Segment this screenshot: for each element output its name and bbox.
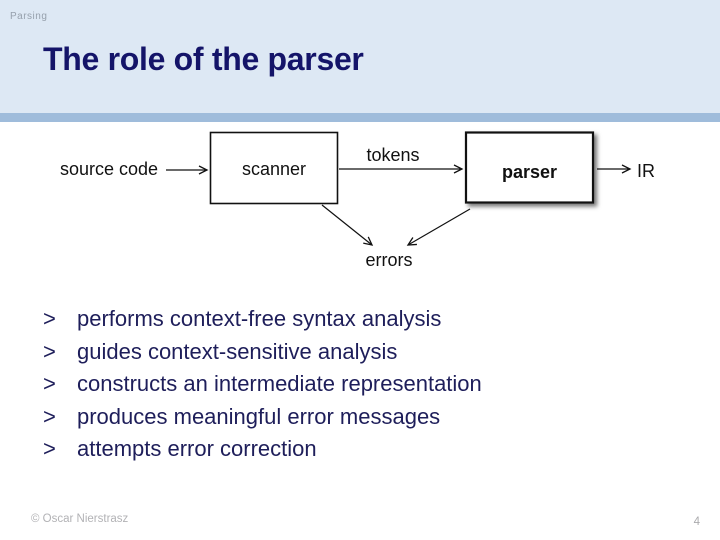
scanner-node-box — [209, 131, 339, 205]
arrow-scanner-to-errors — [321, 204, 374, 246]
bullet-marker: > — [43, 338, 56, 364]
tokens-label: tokens — [366, 145, 419, 165]
list-item: > attempts error correction — [43, 433, 482, 466]
header-divider-band — [0, 113, 720, 122]
bullet-text: attempts error correction — [77, 436, 317, 461]
ir-label: IR — [637, 161, 655, 181]
bullet-marker: > — [43, 436, 56, 461]
list-item: > produces meaningful error messages — [43, 401, 482, 434]
section-label: Parsing — [10, 11, 48, 22]
slide-header: Parsing The role of the parser — [0, 0, 720, 113]
bullet-marker: > — [43, 371, 56, 396]
arrow-parser-to-errors — [406, 208, 471, 246]
bullet-text: performs context-free syntax analysis — [77, 306, 442, 331]
source-code-label: source code — [60, 159, 158, 179]
errors-label: errors — [365, 250, 412, 270]
parser-flow-diagram: source code scanner tokens parser IR err… — [60, 131, 655, 270]
scanner-label: scanner — [242, 159, 306, 179]
bullet-list: > performs context-free syntax analysis … — [43, 303, 482, 466]
page-title: The role of the parser — [43, 41, 364, 77]
parser-label: parser — [502, 162, 557, 182]
bullet-text: produces meaningful error messages — [77, 403, 441, 429]
list-item: > performs context-free syntax analysis — [43, 303, 482, 336]
bullet-marker: > — [43, 403, 56, 429]
list-item: > guides context-sensitive analysis — [43, 336, 482, 369]
list-item: > constructs an intermediate representat… — [43, 368, 482, 401]
bullet-marker: > — [43, 306, 56, 331]
parser-node-box — [464, 131, 595, 204]
bullet-text: guides context-sensitive analysis — [77, 338, 398, 364]
copyright-notice: © Oscar Nierstrasz — [31, 513, 129, 525]
bullet-text: constructs an intermediate representatio… — [77, 371, 482, 396]
page-number: 4 — [693, 516, 700, 528]
